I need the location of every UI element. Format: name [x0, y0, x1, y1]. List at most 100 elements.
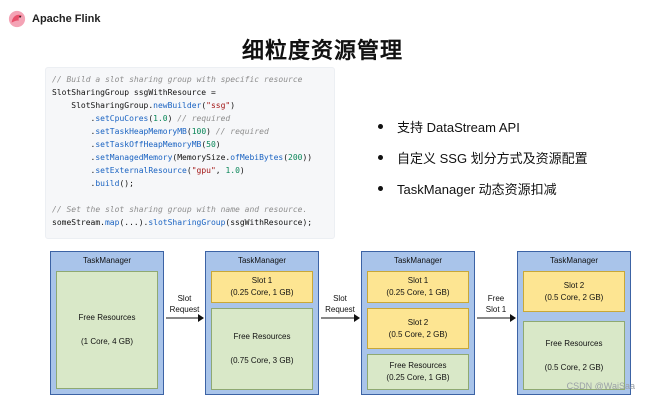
code-token: ) — [230, 101, 236, 110]
code-token: // Set the slot sharing group with name … — [52, 205, 308, 214]
box-text: (0.25 Core, 1 GB) — [230, 288, 294, 297]
box-text: (0.5 Core, 2 GB) — [388, 329, 448, 339]
box-text: (0.5 Core, 2 GB) — [544, 362, 604, 372]
code-block: // Build a slot sharing group with speci… — [45, 67, 335, 239]
box-text — [106, 324, 108, 336]
arrow-label-line: Slot — [177, 294, 192, 303]
code-token: SlotSharingGroup ssgWithResource = — [52, 88, 216, 97]
code-line: .setExternalResource("gpu", 1.0) — [52, 164, 328, 177]
code-token: . — [52, 166, 96, 175]
code-token: "ssg" — [206, 101, 231, 110]
slot-box: Slot 1 (0.25 Core, 1 GB) — [211, 271, 313, 303]
free-resources-box: Free Resources (0.75 Core, 3 GB) — [211, 308, 313, 390]
code-line: SlotSharingGroup ssgWithResource = — [52, 86, 328, 99]
box-text: Free Resources — [545, 338, 603, 348]
code-token: 50 — [206, 140, 216, 149]
code-line: someStream.map(...).slotSharingGroup(ssg… — [52, 216, 328, 229]
code-line: .setTaskOffHeapMemoryMB(50) — [52, 138, 328, 151]
code-token: ( — [283, 153, 289, 162]
taskmanager-title: TaskManager — [393, 256, 443, 265]
code-token: // required — [177, 114, 231, 123]
code-token: setManagedMemory — [95, 153, 173, 162]
code-token: . — [52, 114, 96, 123]
code-token: (ssgWithResource); — [225, 218, 313, 227]
feature-text: 自定义 SSG 划分方式及资源配置 — [397, 151, 588, 166]
feature-text: TaskManager 动态资源扣减 — [397, 182, 557, 197]
taskmanager-title: TaskManager — [237, 256, 287, 265]
code-token: map — [104, 218, 120, 227]
code-token: ( — [186, 166, 192, 175]
code-token: setTaskHeapMemoryMB — [95, 127, 187, 136]
code-line: .setTaskHeapMemoryMB(100) // required — [52, 125, 328, 138]
taskmanager-title: TaskManager — [549, 256, 599, 265]
code-token: ) — [215, 140, 221, 149]
bullet-icon — [378, 186, 383, 191]
box-text: (1 Core, 4 GB) — [80, 337, 133, 346]
brand: Apache Flink — [8, 10, 100, 28]
code-token: . — [52, 127, 96, 136]
code-token: )) — [302, 153, 313, 162]
code-token: ( — [201, 140, 207, 149]
feature-item: 支持 DataStream API — [378, 111, 588, 142]
code-token: . — [52, 153, 96, 162]
box-text: Slot 2 — [563, 280, 585, 290]
code-token: (...). — [119, 218, 149, 227]
slot-box: Slot 2 (0.5 Core, 2 GB) — [523, 271, 625, 312]
code-token: "gpu" — [191, 166, 216, 175]
box-text: (0.25 Core, 1 GB) — [386, 373, 450, 382]
code-token: 100 — [191, 127, 207, 136]
code-token: setCpuCores — [95, 114, 149, 123]
box-text: (0.5 Core, 2 GB) — [544, 292, 604, 302]
code-token: ) — [206, 127, 216, 136]
box-text: Slot 1 — [251, 276, 273, 285]
code-line: .setManagedMemory(MemorySize.ofMebiBytes… — [52, 151, 328, 164]
slot-box: Slot 2 (0.5 Core, 2 GB) — [367, 308, 469, 349]
code-token: ( — [186, 127, 192, 136]
code-line: // Build a slot sharing group with speci… — [52, 73, 328, 86]
box-text — [261, 343, 263, 355]
free-resources-box: Free Resources (0.25 Core, 1 GB) — [367, 354, 469, 390]
code-token: setExternalResource — [95, 166, 187, 175]
arrow-label-line: Request — [325, 305, 355, 314]
arrow-right-icon — [477, 314, 516, 322]
code-token: ofMebiBytes — [230, 153, 284, 162]
arrow-label-line: Slot — [333, 294, 347, 303]
code-token: ) — [167, 114, 178, 123]
code-token: // Build a slot sharing group with speci… — [52, 75, 303, 84]
box-text: (0.75 Core, 3 GB) — [230, 356, 294, 365]
arrow-right-icon — [321, 314, 360, 322]
code-token: setTaskOffHeapMemoryMB — [95, 140, 202, 149]
arrow-label-line: Free — [487, 294, 505, 303]
arrow-label-line: Request — [169, 305, 200, 314]
code-token: (MemorySize. — [172, 153, 231, 162]
arrow-label-line: Slot 1 — [485, 305, 507, 314]
code-token: ( — [201, 101, 207, 110]
slot-box: Slot 1(0.25 Core, 1 GB) — [367, 271, 469, 303]
code-token: ) — [239, 166, 245, 175]
feature-text: 支持 DataStream API — [397, 120, 520, 135]
feature-list: 支持 DataStream API 自定义 SSG 划分方式及资源配置 Task… — [378, 111, 588, 204]
code-line: .setCpuCores(1.0) // required — [52, 112, 328, 125]
free-resources-box: Free Resources (0.5 Core, 2 GB) — [523, 321, 625, 390]
box-text: (0.25 Core, 1 GB) — [386, 288, 450, 297]
code-token: 1.0 — [153, 114, 168, 123]
bullet-icon — [378, 155, 383, 160]
box-text: Slot 2 — [407, 317, 429, 327]
code-token: . — [52, 179, 96, 188]
code-token: 200 — [288, 153, 303, 162]
code-line: // Set the slot sharing group with name … — [52, 203, 328, 216]
feature-item: 自定义 SSG 划分方式及资源配置 — [378, 142, 588, 173]
free-resources-box: Free Resources (1 Core, 4 GB) — [56, 271, 158, 389]
code-line: SlotSharingGroup.newBuilder("ssg") — [52, 99, 328, 112]
box-text: Free Resources — [389, 361, 447, 370]
feature-item: TaskManager 动态资源扣减 — [378, 173, 588, 204]
code-token: SlotSharingGroup. — [52, 101, 154, 110]
arrow-right-icon — [166, 314, 204, 322]
code-token: build — [95, 179, 120, 188]
code-token: . — [52, 140, 96, 149]
